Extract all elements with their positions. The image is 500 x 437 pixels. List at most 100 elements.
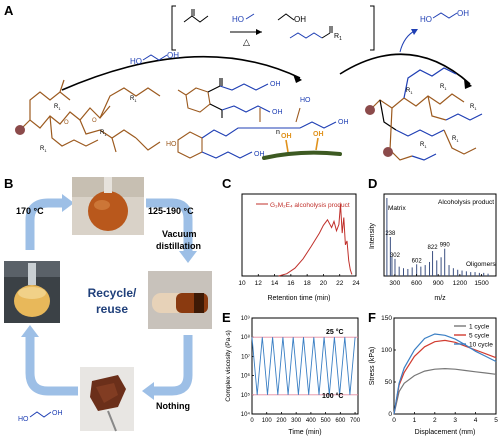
chart-d-peak-label: 990: [440, 243, 451, 249]
svg-text:HO: HO: [130, 57, 142, 66]
chart-d-frame: [383, 193, 497, 277]
chart-e-xlabel: Time (min): [288, 429, 321, 436]
chart-f-x-tick-label: 4: [474, 417, 478, 424]
chart-c-x-tick-label: 24: [352, 280, 360, 287]
chart-e-label-100c: 100 °C: [322, 392, 343, 400]
chart-f-series: [393, 333, 497, 415]
chart-c-x-tick-label: 14: [271, 280, 279, 287]
chart-d-x-tick-label: 600: [411, 280, 422, 287]
chart-f-y-tick-label: 100: [381, 347, 392, 354]
chart-d-title: Alcoholysis product: [438, 199, 494, 206]
diol-reagent: HO OH: [130, 51, 179, 66]
chart-f-legend: 1 cycle 5 cycle 10 cycle: [454, 324, 493, 349]
photo-flask-top: [72, 177, 144, 235]
svg-text:OH: OH: [52, 410, 63, 417]
chart-f-y-tick-label: 50: [385, 379, 393, 386]
chart-f-series-line: [393, 333, 497, 415]
chart-c-x-tick-label: 10: [238, 280, 246, 287]
chart-f-series-line: [393, 367, 497, 415]
chart-d-peak-label: 302: [390, 253, 401, 259]
chart-f-x-tick-label: 0: [392, 417, 396, 424]
svg-text:OH: OH: [167, 51, 179, 60]
chart-f-legend-label: 10 cycle: [469, 342, 493, 349]
network-labels-left: O O R1 R1 R1 R1: [40, 96, 137, 153]
svg-text:OH: OH: [313, 131, 324, 138]
svg-text:HO: HO: [300, 97, 311, 104]
network-node-left: [15, 125, 25, 135]
svg-text:HO: HO: [420, 15, 432, 24]
svg-text:OH: OH: [457, 9, 469, 18]
middle-structures: [177, 78, 342, 160]
panel-a-scheme: HO △ OH R1 HO OH HO OH: [15, 5, 483, 161]
svg-text:R1: R1: [406, 88, 413, 95]
ho-label: HO: [232, 15, 244, 24]
chart-c-frame: [241, 193, 357, 277]
chart-e-y-tick-label: 10⁹: [241, 315, 251, 322]
chart-f-xlabel: Displacement (mm): [415, 429, 476, 436]
chart-e-series-line: [251, 337, 356, 395]
chart-f-legend-label: 5 cycle: [469, 333, 490, 340]
svg-text:R1: R1: [40, 146, 47, 153]
oh-label: OH: [294, 15, 306, 24]
chart-f-y-tick-label: 150: [381, 315, 392, 322]
chart-e-x-tick-label: 500: [321, 418, 332, 424]
panel-a-letter: A: [4, 3, 14, 18]
polymer-network-right: [369, 67, 483, 161]
photo-solid-bottom: [80, 367, 134, 432]
r1-label: R1: [334, 33, 342, 42]
svg-text:n: n: [276, 129, 280, 136]
chart-f-y-tick-label: 0: [388, 411, 392, 418]
chart-f-series-line: [393, 339, 497, 415]
chart-c-legend: G₃M₂E₄ alcoholysis product: [270, 202, 350, 209]
svg-text:R1: R1: [452, 136, 459, 143]
network-node-right-2: [383, 147, 393, 157]
network-labels-right: R1 R1 R1 R1 R1: [406, 84, 477, 149]
step-vacuum-label: Vacuum: [162, 229, 197, 239]
released-diol: HO OH: [399, 9, 469, 53]
svg-text:OH: OH: [272, 109, 283, 116]
photo-flask-left: [4, 261, 60, 323]
chart-c-x-tick-label: 22: [336, 280, 344, 287]
chart-d-matrix-label: Matrix: [388, 205, 406, 212]
svg-text:HO: HO: [166, 141, 177, 148]
chart-e-label-25c: 25 °C: [326, 328, 344, 336]
middle-labels: OH OH HO OH OH OH OH n HO: [166, 81, 349, 158]
cycle-arrow-top-left: [25, 198, 64, 250]
chart-c-x-tick-label: 16: [287, 280, 295, 287]
chart-e-x-tick-label: 200: [276, 418, 287, 424]
chart-d-x-tick-label: 1200: [453, 280, 468, 287]
chart-f-x-tick-label: 2: [433, 417, 437, 424]
chart-e-y-tick-label: 10⁸: [241, 334, 251, 341]
svg-text:R1: R1: [440, 84, 447, 91]
chart-e-y-tick-label: 10⁴: [241, 411, 251, 418]
chart-e-y-tick-label: 10⁷: [241, 353, 250, 360]
svg-text:R1: R1: [420, 142, 427, 149]
svg-text:O: O: [92, 118, 97, 124]
chart-c-x-tick-label: 12: [255, 280, 263, 287]
chart-e-y-tick-label: 10⁶: [241, 373, 251, 380]
chart-d-x-tick-label: 1500: [474, 280, 489, 287]
chart-e-x-tick-label: 400: [306, 418, 317, 424]
panel-e-letter: E: [222, 310, 231, 325]
chart-f-legend-label: 1 cycle: [469, 324, 490, 331]
reaction-arrow-1: [61, 55, 301, 91]
chart-c-xlabel: Retention time (min): [267, 295, 330, 302]
chart-d-ylabel: Intensity: [369, 222, 376, 249]
svg-text:R1: R1: [130, 96, 137, 103]
network-node-right-1: [365, 105, 375, 115]
panel-b-letter: B: [4, 176, 14, 191]
cycle-arrow-bottom-right: [152, 335, 193, 396]
step-distillation-label: distillation: [156, 241, 201, 251]
nothing-label: Nothing: [156, 401, 190, 411]
photo-vial-right: [148, 271, 212, 329]
chart-d-peak-label: 822: [428, 245, 439, 251]
chart-d-xlabel: m/z: [434, 295, 446, 302]
svg-text:OH: OH: [270, 81, 281, 88]
chart-f-x-tick-label: 5: [494, 417, 498, 424]
